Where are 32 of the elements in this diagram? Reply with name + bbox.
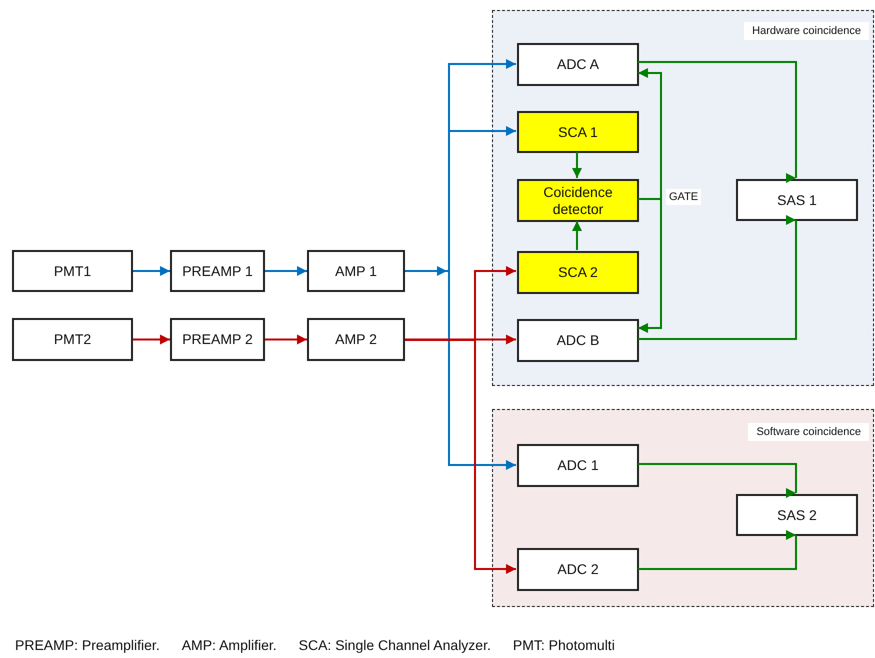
process-box: ADC B bbox=[517, 319, 639, 362]
process-box: PMT2 bbox=[12, 318, 133, 361]
legend-note: PMT: Photomulti bbox=[512, 637, 615, 653]
process-box: SCA 2 bbox=[517, 251, 639, 294]
process-box: Coicidence detector bbox=[517, 179, 639, 222]
process-box: PMT1 bbox=[12, 250, 133, 292]
process-box: ADC 1 bbox=[517, 444, 639, 487]
group-title: Hardware coincidence bbox=[744, 22, 869, 40]
arrow bbox=[405, 334, 516, 344]
process-box: AMP 2 bbox=[307, 318, 405, 361]
arrow bbox=[572, 221, 582, 250]
arrow bbox=[265, 266, 307, 276]
legend-note: PREAMP: Preamplifier. bbox=[15, 637, 160, 653]
group-region bbox=[492, 409, 874, 607]
arrow bbox=[133, 266, 170, 276]
process-box: PREAMP 1 bbox=[170, 250, 265, 292]
process-box: SAS 1 bbox=[736, 179, 858, 221]
arrow bbox=[405, 339, 516, 574]
arrow bbox=[265, 334, 307, 344]
legend-note: SCA: Single Channel Analyzer. bbox=[298, 637, 491, 653]
edge-label: GATE bbox=[666, 189, 702, 205]
process-box: SCA 1 bbox=[517, 111, 639, 153]
group-title: Software coincidence bbox=[748, 423, 869, 441]
process-box: PREAMP 2 bbox=[170, 318, 265, 361]
group-region bbox=[492, 10, 874, 386]
arrow bbox=[133, 334, 170, 344]
process-box: SAS 2 bbox=[736, 494, 858, 536]
process-box: ADC 2 bbox=[517, 548, 639, 591]
arrow bbox=[572, 152, 582, 178]
process-box: AMP 1 bbox=[307, 250, 405, 292]
legend-note: AMP: Amplifier. bbox=[182, 637, 277, 653]
process-box: ADC A bbox=[517, 43, 639, 86]
